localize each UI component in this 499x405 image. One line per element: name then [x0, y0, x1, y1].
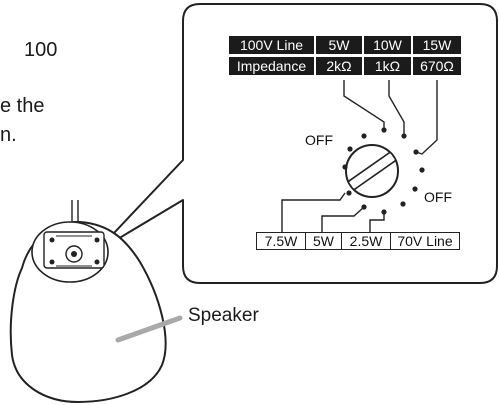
screw-1 [49, 237, 55, 243]
bottom-cell-70v-line: 70V Line [390, 232, 460, 250]
switch-position-dot [400, 201, 406, 207]
switch-position-dot [347, 146, 353, 152]
bottom-cell-7-5w: 7.5W [256, 232, 306, 250]
header-cell-5w: 5W [316, 36, 362, 54]
header-cell-100v-line: 100V Line [229, 36, 314, 54]
screw-2 [94, 237, 100, 243]
speaker-label: Speaker [188, 305, 259, 326]
speaker [9, 200, 167, 404]
header-cell-10w: 10W [364, 36, 411, 54]
leader-7-5w [281, 192, 346, 232]
leader-1k [388, 80, 405, 136]
switch-position-dot [342, 164, 348, 170]
tap-knob-center [71, 251, 77, 257]
header-cell-670-ohm: 670Ω [413, 57, 461, 75]
leader-670 [415, 80, 438, 155]
intro-text-line-1: 100 [24, 39, 58, 61]
switch-position-dot [419, 167, 425, 173]
leader-5w [321, 206, 365, 232]
switch-position-dot [346, 190, 352, 196]
header-cell-2k-ohm: 2kΩ [316, 57, 362, 75]
bottom-cell-2-5w: 2.5W [341, 232, 391, 250]
intro-text-line-2: e the [0, 95, 45, 117]
leader-2k [343, 80, 385, 130]
speaker-pointer [115, 315, 183, 343]
rotary-switch [342, 127, 425, 215]
header-cell-1k-ohm: 1kΩ [364, 57, 411, 75]
screw-4 [94, 259, 100, 265]
off-label-top: OFF [305, 132, 333, 148]
intro-text-line-3: n. [0, 124, 17, 146]
switch-position-dot [412, 186, 418, 192]
screw-3 [49, 259, 55, 265]
bottom-cell-5w: 5W [305, 232, 342, 250]
switch-position-dot [361, 133, 367, 139]
header-cell-impedance: Impedance [229, 57, 314, 75]
off-label-bottom: OFF [424, 189, 452, 205]
leader-2-5w [369, 212, 385, 232]
header-cell-15w: 15W [413, 36, 461, 54]
switch-slot [347, 151, 397, 191]
